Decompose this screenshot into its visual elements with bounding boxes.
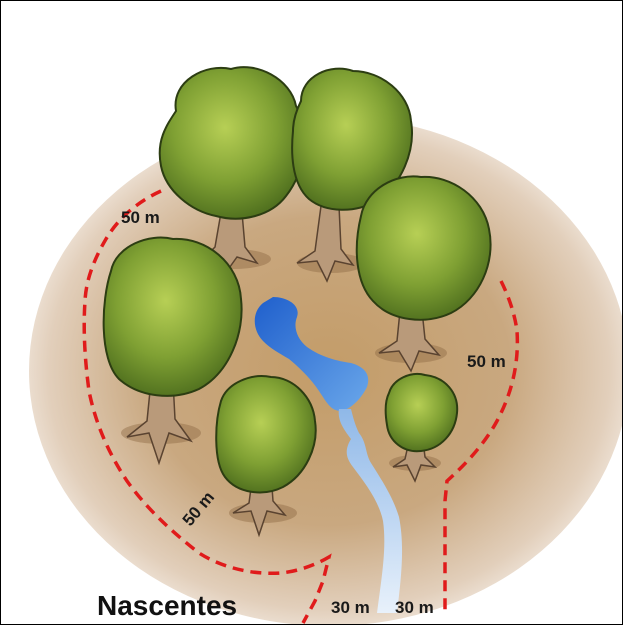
diagram-title: Nascentes bbox=[97, 590, 237, 621]
label-50m-right: 50 m bbox=[467, 352, 506, 371]
label-30m-stream-right: 30 m bbox=[395, 598, 434, 617]
label-50m-top-left: 50 m bbox=[121, 208, 160, 227]
label-30m-stream-left: 30 m bbox=[331, 598, 370, 617]
